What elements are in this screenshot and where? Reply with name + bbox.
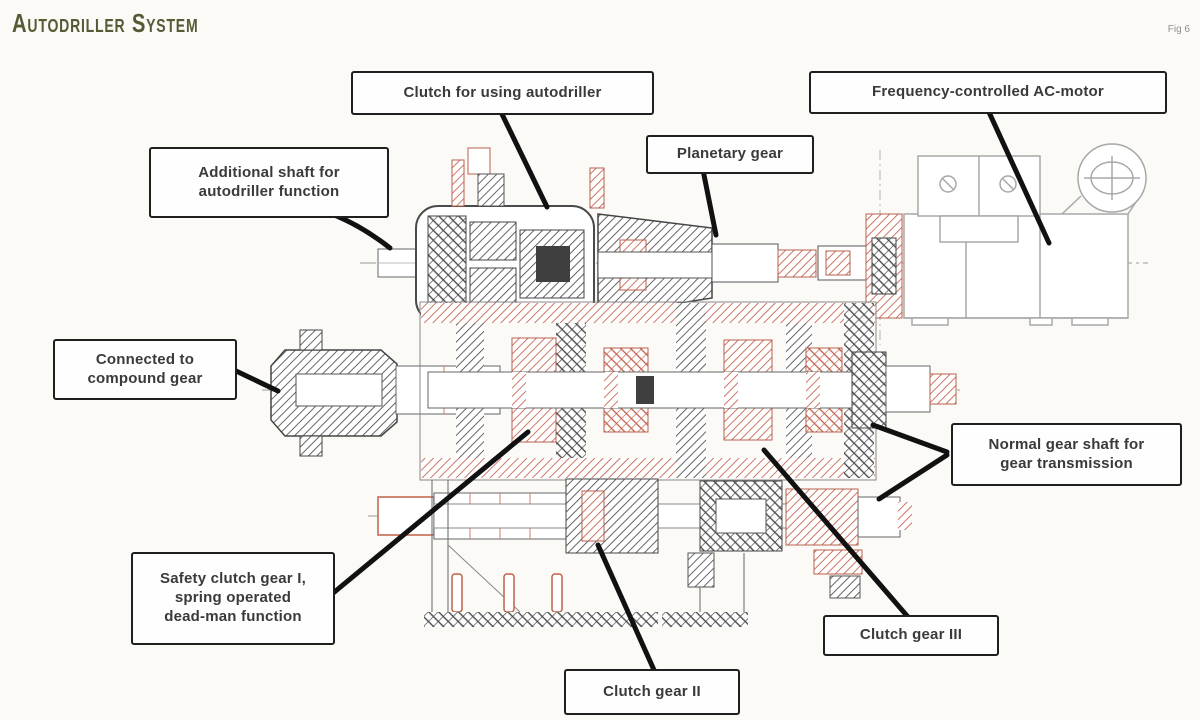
callout-text: Frequency-controlled AC-motor <box>872 83 1104 101</box>
callout-connected-to-compound-gear: Connected to compound gear <box>53 339 237 400</box>
callout-safety-clutch-gear-1: Safety clutch gear I, spring operated de… <box>131 552 335 645</box>
callout-text: Planetary gear <box>676 145 784 163</box>
autodriller-shaft-assembly <box>377 147 903 323</box>
callout-text: Clutch gear II <box>603 682 701 700</box>
leader-clutch-autodriller <box>497 107 550 210</box>
callout-planetary-gear: Planetary gear <box>646 135 814 174</box>
callout-text: Safety clutch gear I, spring operated de… <box>160 570 306 625</box>
leader-safety-clutch <box>329 429 531 597</box>
leader-normal-gear-lower <box>876 452 950 502</box>
callout-additional-shaft: Additional shaft for autodriller functio… <box>149 147 389 218</box>
callout-text: Connected to compound gear <box>87 350 203 387</box>
callout-text: Additional shaft for autodriller functio… <box>198 163 340 200</box>
callout-clutch-gear-2: Clutch gear II <box>564 669 740 715</box>
lower-gear-shaft-assembly <box>377 478 912 599</box>
leader-clutch-gear-3 <box>761 447 911 620</box>
callout-clutch-for-using-autodriller: Clutch for using autodriller <box>351 71 654 115</box>
callout-frequency-controlled-ac-motor: Frequency-controlled AC-motor <box>809 71 1167 114</box>
leader-additional-shaft <box>329 211 393 251</box>
ac-motor-outline <box>903 143 1147 326</box>
callout-text: Clutch for using autodriller <box>403 83 602 101</box>
page-title: Autodriller System <box>12 8 199 38</box>
main-gearbox-assembly <box>270 301 957 481</box>
leader-normal-gear-upper <box>870 422 950 455</box>
figure-number: Fig 6 <box>1167 24 1190 35</box>
leader-ac-motor <box>985 107 1052 246</box>
callout-text: Normal gear shaft for gear transmission <box>988 435 1145 472</box>
leader-compound-gear <box>231 367 281 394</box>
leader-clutch-gear-2 <box>595 542 657 673</box>
base-and-supports <box>424 480 748 627</box>
leader-planetary-gear <box>700 167 719 238</box>
callout-normal-gear-shaft: Normal gear shaft for gear transmission <box>951 423 1182 486</box>
callout-text: Clutch gear III <box>859 626 963 644</box>
callout-clutch-gear-3: Clutch gear III <box>823 615 999 656</box>
